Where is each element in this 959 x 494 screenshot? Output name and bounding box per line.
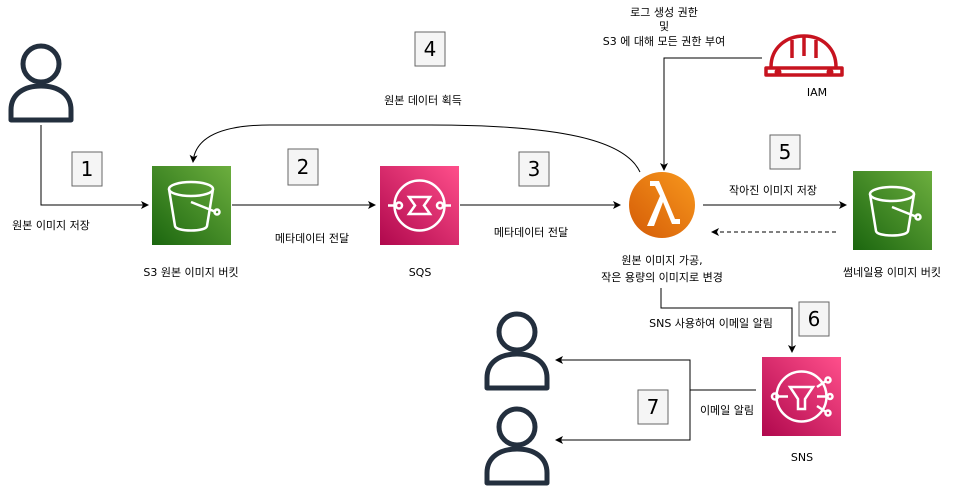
sqs-queue[interactable] bbox=[380, 166, 459, 245]
edge-label-save-thumb: 작아진 이미지 저장 bbox=[729, 184, 817, 197]
edge-label-iam-line1: 로그 생성 권한 bbox=[630, 6, 698, 19]
edge-label-email: 이메일 알림 bbox=[700, 403, 754, 417]
svg-text:2: 2 bbox=[297, 155, 310, 179]
s3-source-label: S3 원본 이미지 버킷 bbox=[143, 266, 238, 279]
iam-role[interactable] bbox=[764, 34, 844, 77]
svg-text:7: 7 bbox=[647, 395, 660, 419]
lambda-label-line1: 원본 이미지 가공, bbox=[621, 254, 702, 267]
s3-thumbnail-label: 썸네일용 이미지 버킷 bbox=[843, 265, 941, 279]
user-icon bbox=[8, 43, 74, 123]
step-badge-5: 5 bbox=[769, 134, 801, 170]
svg-text:3: 3 bbox=[528, 157, 541, 181]
edge-label-upload: 원본 이미지 저장 bbox=[12, 219, 90, 232]
step-badge-1: 1 bbox=[71, 151, 103, 187]
user-icon bbox=[484, 311, 550, 391]
s3-source-bucket[interactable] bbox=[152, 166, 231, 245]
sns-label: SNS bbox=[791, 451, 813, 464]
svg-text:6: 6 bbox=[808, 307, 821, 331]
edge-label-meta-2: 메타데이터 전달 bbox=[494, 226, 568, 239]
step-badge-2: 2 bbox=[287, 148, 319, 186]
sqs-label: SQS bbox=[409, 266, 432, 279]
edge-label-fetch: 원본 데이터 획득 bbox=[384, 94, 462, 107]
s3-thumbnail-bucket[interactable] bbox=[853, 171, 932, 250]
edge-fetch-original bbox=[189, 124, 641, 173]
sqs-queue-icon bbox=[388, 179, 451, 232]
step-badge-7: 7 bbox=[637, 389, 669, 425]
edge-sns-to-user-2 bbox=[555, 390, 691, 444]
sns-topic[interactable] bbox=[762, 357, 841, 436]
lambda-function[interactable] bbox=[629, 172, 695, 238]
svg-text:1: 1 bbox=[81, 157, 94, 181]
edge-upload bbox=[40, 125, 149, 209]
lambda-label-line2: 작은 용량의 이미지로 변경 bbox=[601, 271, 723, 284]
s3-bucket-icon bbox=[868, 185, 922, 237]
edge-label-use-sns: SNS 사용하여 이메일 알림 bbox=[649, 316, 773, 330]
step-badge-3: 3 bbox=[518, 151, 550, 187]
edge-label-iam-line3: S3 에 대해 모든 권한 부여 bbox=[603, 34, 726, 48]
iam-label: IAM bbox=[807, 86, 827, 99]
edge-iam-to-lambda bbox=[660, 57, 762, 171]
s3-bucket-icon bbox=[167, 180, 221, 232]
svg-text:5: 5 bbox=[779, 140, 792, 164]
edge-sns-to-user-1 bbox=[555, 356, 756, 391]
edge-lambda-to-sns bbox=[660, 288, 796, 353]
hard-hat-icon bbox=[764, 34, 844, 77]
svg-text:4: 4 bbox=[424, 37, 437, 61]
step-badge-6: 6 bbox=[798, 301, 830, 337]
user-icon bbox=[484, 406, 550, 486]
edge-label-iam-line2: 및 bbox=[659, 20, 669, 33]
lambda-icon bbox=[647, 181, 680, 226]
sns-topic-icon bbox=[770, 370, 834, 423]
step-badge-4: 4 bbox=[414, 31, 446, 67]
edge-label-meta-1: 메타데이터 전달 bbox=[275, 232, 349, 245]
